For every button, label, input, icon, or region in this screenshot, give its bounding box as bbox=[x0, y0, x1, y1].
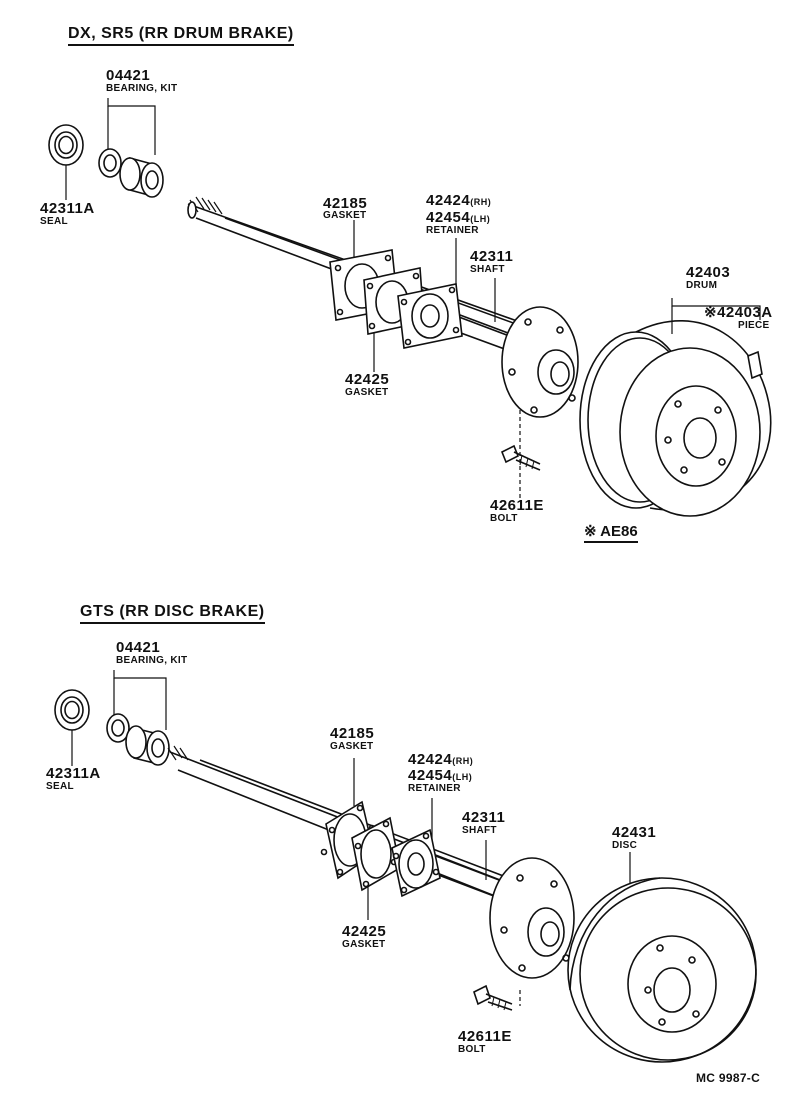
retainer-name: RETAINER bbox=[426, 225, 479, 236]
retainer-lh-suffix: (LH) bbox=[470, 214, 491, 224]
disc-name: DISC bbox=[612, 840, 638, 851]
catalog-code: MC 9987-C bbox=[696, 1071, 761, 1085]
brake-drum-part bbox=[579, 320, 772, 517]
retainer-lh-suffix-2: (LH) bbox=[452, 772, 473, 782]
piece-asterisk: ※ bbox=[704, 304, 718, 321]
bolt-part-bottom bbox=[473, 984, 513, 1011]
footnote-ae86: ※ AE86 bbox=[584, 524, 638, 543]
retainer-lh-line: 42454(LH) bbox=[426, 210, 490, 225]
bearing-kit-name: BEARING, KIT bbox=[106, 83, 178, 94]
piece-line: ※42403A bbox=[704, 305, 773, 320]
bolt-number: 42611E bbox=[490, 497, 544, 514]
gasket-outer-name: GASKET bbox=[323, 210, 367, 221]
bolt-name: BOLT bbox=[490, 513, 518, 524]
seal-part-top bbox=[48, 124, 84, 166]
bolt-number-2: 42611E bbox=[458, 1028, 512, 1045]
bearing-kit-name-2: BEARING, KIT bbox=[116, 655, 188, 666]
retainer-rh-suffix-2: (RH) bbox=[452, 756, 474, 766]
drum-brake-assembly bbox=[48, 98, 772, 517]
piece-number: 42403A bbox=[717, 304, 773, 321]
bearing-kit-part-bottom bbox=[106, 713, 170, 766]
drum-number: 42403 bbox=[686, 264, 731, 281]
retainer-part-bottom bbox=[391, 828, 441, 898]
shaft-number-2: 42311 bbox=[462, 809, 506, 826]
retainer-lh-number: 42454 bbox=[426, 209, 471, 226]
hub-flange-bottom bbox=[489, 857, 575, 979]
hub-flange-top bbox=[501, 306, 579, 418]
retainer-rh-number: 42424 bbox=[426, 192, 471, 209]
section-header-drum: DX, SR5 (RR DRUM BRAKE) bbox=[68, 26, 294, 46]
seal-name: SEAL bbox=[40, 216, 68, 227]
retainer-lh-number-2: 42454 bbox=[408, 767, 453, 784]
shaft-name-2: SHAFT bbox=[462, 825, 497, 836]
bearing-kit-part-top bbox=[98, 148, 164, 198]
retainer-rh-line-2: 42424(RH) bbox=[408, 752, 473, 767]
gasket-inner-number-2: 42425 bbox=[342, 923, 387, 940]
gasket-inner-number: 42425 bbox=[345, 371, 390, 388]
bearing-kit-number: 04421 bbox=[106, 67, 151, 84]
retainer-rh-suffix: (RH) bbox=[470, 197, 492, 207]
disc-brake-assembly bbox=[54, 670, 757, 1063]
retainer-rh-number-2: 42424 bbox=[408, 751, 453, 768]
bolt-part-top bbox=[500, 444, 541, 471]
gasket-inner-name: GASKET bbox=[345, 387, 389, 398]
bolt-name-2: BOLT bbox=[458, 1044, 486, 1055]
gasket-inner-name-2: GASKET bbox=[342, 939, 386, 950]
piece-part bbox=[747, 350, 763, 380]
disc-number: 42431 bbox=[612, 824, 657, 841]
retainer-rh-line: 42424(RH) bbox=[426, 193, 491, 208]
retainer-part-top bbox=[397, 283, 463, 349]
bearing-kit-number-2: 04421 bbox=[116, 639, 161, 656]
seal-number: 42311A bbox=[40, 200, 95, 217]
shaft-number: 42311 bbox=[470, 248, 514, 265]
retainer-lh-line-2: 42454(LH) bbox=[408, 768, 472, 783]
shaft-name: SHAFT bbox=[470, 264, 505, 275]
drum-name: DRUM bbox=[686, 280, 718, 291]
section-header-disc: GTS (RR DISC BRAKE) bbox=[80, 604, 265, 624]
brake-disc-part bbox=[567, 877, 757, 1063]
retainer-name-2: RETAINER bbox=[408, 783, 461, 794]
seal-name-2: SEAL bbox=[46, 781, 74, 792]
leader-lines-top bbox=[65, 98, 761, 500]
piece-name: PIECE bbox=[738, 320, 770, 331]
seal-number-2: 42311A bbox=[46, 765, 101, 782]
seal-part-bottom bbox=[54, 689, 90, 731]
gasket-outer-number-2: 42185 bbox=[330, 725, 375, 742]
gasket-outer-number: 42185 bbox=[323, 195, 368, 212]
gasket-outer-name-2: GASKET bbox=[330, 741, 374, 752]
